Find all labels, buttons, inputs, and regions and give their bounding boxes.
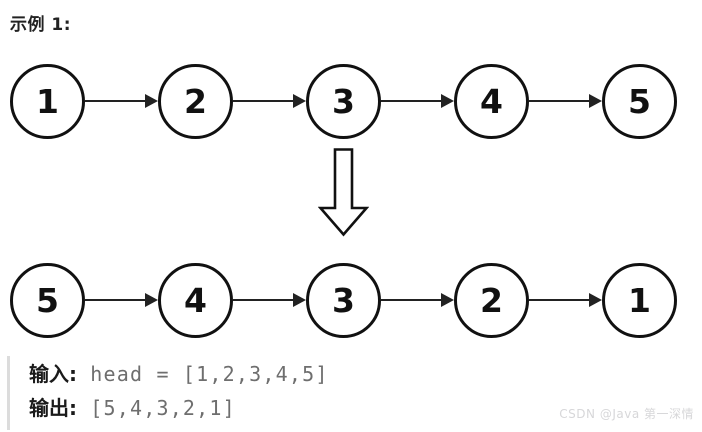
arrow-line	[529, 298, 589, 302]
arrow-line	[85, 99, 145, 103]
arrow-line	[529, 99, 589, 103]
next-pointer-arrow-icon	[85, 94, 158, 108]
list-node: 5	[602, 63, 677, 139]
arrow-line	[85, 298, 145, 302]
next-pointer-arrow-icon	[529, 94, 602, 108]
arrow-line	[381, 298, 441, 302]
list-node: 3	[306, 63, 381, 139]
list-node: 2	[158, 63, 233, 139]
io-code-block: 输入: head = [1,2,3,4,5] 输出: [5,4,3,2,1]	[7, 356, 629, 430]
input-line: 输入: head = [1,2,3,4,5]	[29, 358, 629, 392]
arrow-head	[589, 94, 602, 108]
next-pointer-arrow-icon	[381, 94, 454, 108]
arrow-head	[589, 293, 602, 307]
next-pointer-arrow-icon	[529, 293, 602, 307]
arrow-line	[233, 298, 293, 302]
next-pointer-arrow-icon	[233, 94, 306, 108]
list-node: 4	[158, 262, 233, 338]
arrow-head	[441, 94, 454, 108]
arrow-head	[293, 293, 306, 307]
arrow-head	[145, 293, 158, 307]
input-value-text: head = [1,2,3,4,5]	[90, 362, 329, 386]
arrow-line	[233, 99, 293, 103]
transform-down-arrow-icon	[317, 148, 370, 241]
input-label: 输入:	[29, 362, 77, 386]
output-value	[77, 396, 90, 420]
list-node: 2	[454, 262, 529, 338]
list-node: 1	[602, 262, 677, 338]
input-value	[77, 362, 90, 386]
next-pointer-arrow-icon	[381, 293, 454, 307]
arrow-head	[293, 94, 306, 108]
arrow-line	[381, 99, 441, 103]
list-node: 5	[10, 262, 85, 338]
list-node: 1	[10, 63, 85, 139]
arrow-head	[441, 293, 454, 307]
output-label: 输出:	[29, 396, 77, 420]
next-pointer-arrow-icon	[233, 293, 306, 307]
list-node: 4	[454, 63, 529, 139]
list-node: 3	[306, 262, 381, 338]
next-pointer-arrow-icon	[85, 293, 158, 307]
arrow-head	[145, 94, 158, 108]
output-line: 输出: [5,4,3,2,1]	[29, 392, 629, 426]
csdn-watermark: CSDN @Java 第一深情	[559, 407, 694, 421]
output-value-text: [5,4,3,2,1]	[90, 396, 236, 420]
example-title: 示例 1:	[10, 15, 72, 35]
